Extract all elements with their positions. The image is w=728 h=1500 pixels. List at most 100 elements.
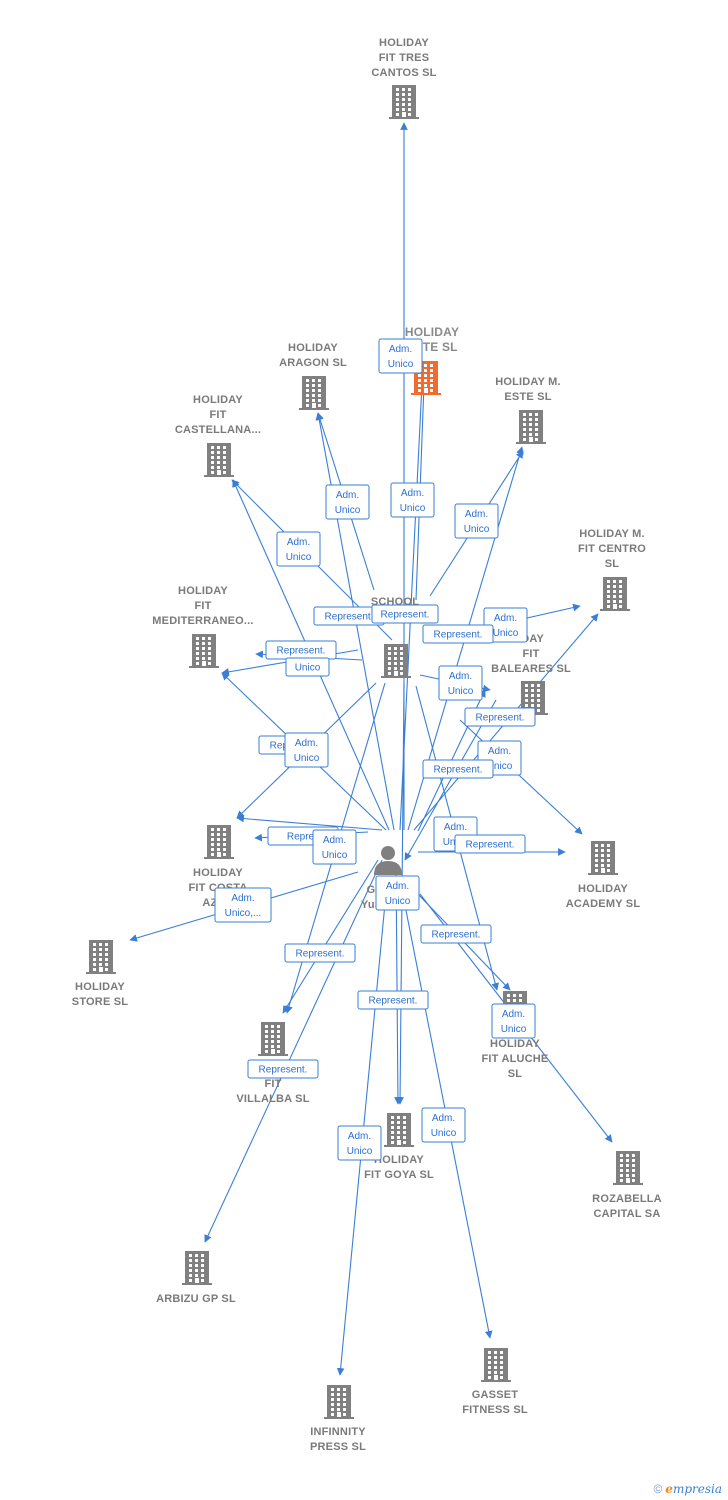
edge-role-text: Adm. [231, 893, 254, 904]
edge-role-text: Represent. [466, 840, 515, 851]
node-label-line: VILLALBA SL [236, 1093, 309, 1105]
edges-layer [129, 122, 613, 1376]
edge-role-text: Unico [335, 505, 361, 516]
building-icon [189, 634, 219, 668]
edge-role-text: Unico [448, 686, 474, 697]
edge-role-label[interactable]: Unico [285, 657, 330, 677]
node-label-line: HOLIDAY [374, 1154, 424, 1166]
node-label-line: FITNESS SL [462, 1404, 528, 1416]
edge-role-label[interactable]: Represent. [454, 834, 526, 854]
node-mediterraneo[interactable]: HOLIDAYFITMEDITERRANEO... [152, 585, 254, 668]
node-label-line: CANTOS SL [371, 67, 436, 79]
edge-role-text: Adm. [444, 822, 467, 833]
building-icon [613, 1151, 643, 1185]
node-label-line: FIT [194, 600, 211, 612]
edge-role-label[interactable]: Adm.Unico [491, 1003, 536, 1039]
node-label-line: CAPITAL SA [594, 1208, 661, 1220]
node-castellana[interactable]: HOLIDAYFITCASTELLANA... [175, 394, 261, 477]
edge-role-text: Adm. [449, 671, 472, 682]
building-icon [481, 1348, 511, 1382]
node-label-line: ARBIZU GP SL [156, 1293, 236, 1305]
edge-role-label[interactable]: Represent. [265, 640, 337, 660]
edge-role-text: Unico [431, 1128, 457, 1139]
node-label-line: GASSET [472, 1389, 519, 1401]
edge-role-text: Represent. [476, 713, 525, 724]
node-label-line: CASTELLANA... [175, 424, 261, 436]
relationship-edge [282, 859, 379, 1014]
edge-role-text: Repres [287, 832, 319, 843]
node-rozabella[interactable]: ROZABELLA CAPITAL SA [592, 1151, 662, 1220]
edge-role-text: Adm. [494, 613, 517, 624]
copyright-symbol: © [653, 1482, 663, 1496]
edge-role-label[interactable]: Represent. [357, 990, 429, 1010]
edge-role-label[interactable]: Represent. [422, 624, 494, 644]
node-m-este[interactable]: HOLIDAY M.ESTE SL [495, 376, 561, 444]
edge-role-text: Unico [501, 1024, 527, 1035]
edge-role-text: Unico [400, 503, 426, 514]
edge-role-text: Unico [286, 552, 312, 563]
edge-role-label[interactable]: Adm. Unico [483, 607, 528, 643]
edge-role-label[interactable]: Adm. Unico [284, 732, 329, 768]
edge-role-label[interactable]: Adm.Unico [421, 1107, 466, 1143]
edge-role-label[interactable]: Represent. [284, 943, 356, 963]
footer-brand[interactable]: ©empresia [653, 1482, 722, 1496]
building-icon [204, 443, 234, 477]
node-label-line: ROZABELLA [592, 1193, 662, 1205]
edge-role-label[interactable]: Adm. Unico [337, 1125, 382, 1161]
node-arbizu[interactable]: ARBIZU GP SL [156, 1251, 236, 1305]
edge-role-label[interactable]: Represent. [422, 759, 494, 779]
edge-role-text: Adm. [295, 738, 318, 749]
node-gasset[interactable]: GASSET FITNESS SL [462, 1348, 528, 1416]
node-tres-cantos[interactable]: HOLIDAY FIT TRES CANTOS SL [371, 37, 436, 119]
edge-role-label[interactable]: Adm.Unico [378, 338, 423, 374]
edge-role-label[interactable]: Adm.Unico [390, 482, 435, 518]
building-icon [324, 1385, 354, 1419]
node-label-line: G [367, 884, 376, 896]
node-label-line: FIT TRES [379, 52, 430, 64]
edge-role-text: Represent. [434, 765, 483, 776]
edge-role-label[interactable]: Represent. [420, 924, 492, 944]
edge-role-text: Unico [347, 1146, 373, 1157]
node-label-line: HOLIDAY M. [495, 376, 561, 388]
edge-role-label[interactable]: Adm.Unico [375, 875, 420, 911]
node-label-line: SL [508, 1068, 523, 1080]
node-label-line: BALEARES SL [491, 663, 571, 675]
edge-role-text: Represent. [381, 610, 430, 621]
edge-role-text: Adm. [465, 509, 488, 520]
node-label-line: HOLIDAY [379, 37, 429, 49]
edge-role-label[interactable]: Adm. Unico [438, 665, 483, 701]
edge-role-label[interactable]: Represent. [371, 604, 439, 624]
edge-labels-layer: Adm.UnicoAdm.UnicoAdm.UnicoAdm.UnicoAdm.… [214, 338, 536, 1161]
edge-role-label[interactable]: Adm.Unico [312, 829, 357, 865]
edge-role-text: Repr [270, 741, 292, 752]
relationship-edge [459, 719, 583, 835]
edge-role-text: Unico [294, 753, 320, 764]
building-icon [299, 376, 329, 410]
building-icon [86, 940, 116, 974]
building-icon [204, 825, 234, 859]
edge-role-label[interactable]: Adm.Unico [454, 503, 499, 539]
edge-role-label[interactable]: Adm.Unico [325, 484, 370, 520]
edge-role-label[interactable]: Adm.Unico,... [214, 887, 272, 923]
edge-role-text: Adm. [348, 1131, 371, 1142]
edge-role-text: Unico [493, 628, 519, 639]
edge-role-label[interactable]: Represent. [247, 1059, 319, 1079]
person-icon [374, 846, 402, 875]
edge-role-label[interactable]: Represent. [464, 707, 536, 727]
node-label-line: FIT ALUCHE [482, 1053, 549, 1065]
edge-role-text: Represent. [296, 949, 345, 960]
node-label-line: FIT CENTRO [578, 543, 646, 555]
brand-logo-initial: e [665, 1482, 673, 1496]
node-label-line: HOLIDAY [193, 867, 243, 879]
edge-role-text: Unico [295, 663, 321, 674]
building-icon [381, 644, 411, 678]
edge-role-label[interactable]: Adm.Unico [276, 531, 321, 567]
